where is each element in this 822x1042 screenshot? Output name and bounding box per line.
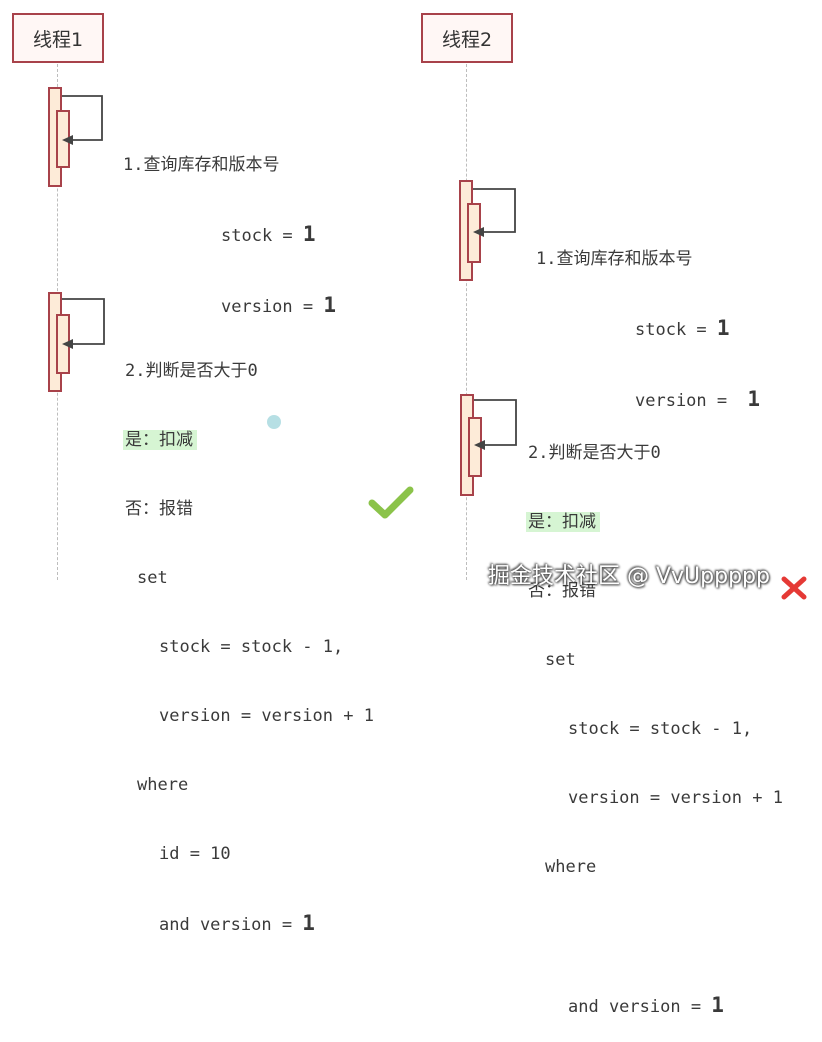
thread2-step1-version-value: 1 xyxy=(747,387,761,411)
thread2-step2-no: 否：报错 xyxy=(528,581,596,601)
thread2-title: 线程2 xyxy=(441,28,493,51)
thread2-sql-hidden-line xyxy=(528,925,783,948)
thread2-step1-stock-value: 1 xyxy=(716,316,730,340)
thread1-step1-stock: stock = 1 xyxy=(221,222,316,247)
thread2-step1-note: 1.查询库存和版本号 stock = 1 version = 1 xyxy=(536,202,760,436)
thread1-sql-and-version-value: 1 xyxy=(302,911,315,935)
thread1-step1-version: version = 1 xyxy=(221,293,337,318)
thread1-self-call-arrow-2 xyxy=(62,298,105,349)
thread1-actor: 线程1 xyxy=(12,13,104,63)
thread2-step1-stock: stock = 1 xyxy=(635,316,730,341)
thread1-step1-version-value: 1 xyxy=(323,293,337,317)
thread1-step1-label: 1.查询库存和版本号 xyxy=(123,155,280,175)
thread2-self-call-arrow-2 xyxy=(474,399,517,450)
cross-icon xyxy=(781,576,807,600)
thread2-self-call-arrow-1 xyxy=(473,188,516,237)
watermark: 掘金技术社区 @ VvUppppp xyxy=(488,564,770,589)
cursor-dot xyxy=(267,415,281,429)
thread1-sql-set: set xyxy=(137,568,168,588)
thread2-step1-version: version = 1 xyxy=(635,387,761,412)
thread1-sql-stock: stock = stock - 1, xyxy=(159,637,344,657)
thread2-lifeline xyxy=(466,64,467,580)
thread1-step2-yes: 是：扣减 xyxy=(123,430,197,450)
thread1-sql-and-version: and version = 1 xyxy=(159,911,315,936)
thread1-step2-label: 2.判断是否大于0 xyxy=(125,361,258,381)
thread1-sql-id: id = 10 xyxy=(159,844,231,864)
thread2-actor: 线程2 xyxy=(421,13,513,63)
thread2-step2-yes: 是：扣减 xyxy=(526,512,600,532)
thread2-step2-note: 2.判断是否大于0 是：扣减 否：报错 set stock = stock - … xyxy=(526,396,783,1042)
thread1-step2-note: 2.判断是否大于0 是：扣减 否：报错 set stock = stock - … xyxy=(123,314,374,960)
thread2-step1-label: 1.查询库存和版本号 xyxy=(536,249,693,269)
thread1-title: 线程1 xyxy=(32,28,84,51)
check-icon xyxy=(368,486,414,519)
thread2-sql-version: version = version + 1 xyxy=(568,788,783,808)
thread2-sql-and-version-value: 1 xyxy=(711,993,724,1017)
thread1-step1-stock-value: 1 xyxy=(302,222,316,246)
thread1-sql-where: where xyxy=(137,775,189,795)
thread1-step1-note: 1.查询库存和版本号 stock = 1 version = 1 xyxy=(123,108,336,342)
thread2-sql-and-version: and version = 1 xyxy=(568,993,724,1018)
thread1-sql-version: version = version + 1 xyxy=(159,706,374,726)
thread2-sql-set: set xyxy=(545,650,576,670)
thread1-step2-no: 否：报错 xyxy=(125,499,193,519)
thread2-step2-label: 2.判断是否大于0 xyxy=(528,443,661,463)
thread2-sql-stock: stock = stock - 1, xyxy=(568,719,753,739)
thread2-sql-where: where xyxy=(545,857,597,877)
thread1-self-call-arrow-1 xyxy=(62,95,103,145)
